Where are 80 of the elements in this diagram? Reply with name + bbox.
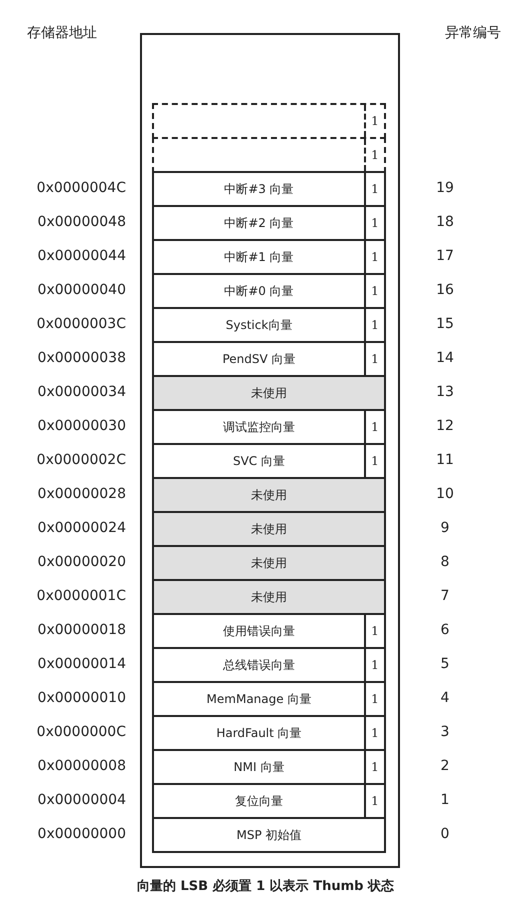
vector-table-row: MSP 初始值 — [152, 817, 386, 853]
exception-number: 7 — [440, 587, 450, 605]
exception-number: 6 — [440, 621, 450, 639]
exception-number: 8 — [440, 553, 450, 571]
vector-table-row — [152, 409, 386, 445]
exception-number: 15 — [435, 315, 455, 333]
caption: 向量的 LSB 必须置 1 以表示 Thumb 状态 — [136, 878, 395, 896]
memory-address: 0x00000014 — [36, 655, 126, 673]
vector-table-row — [152, 171, 386, 207]
row-label: MemManage 向量 — [206, 691, 312, 708]
unused-vector-row: 未使用 — [152, 545, 386, 581]
row-label: 中断#3 向量 — [223, 181, 295, 198]
memory-address: 0x00000018 — [36, 621, 126, 639]
vector-table-row — [152, 613, 386, 649]
memory-address: 0x00000030 — [36, 417, 126, 435]
row-label: 中断#2 向量 — [223, 215, 295, 232]
vector-table-row — [152, 205, 386, 241]
exception-number: 2 — [440, 757, 450, 775]
exception-number: 10 — [435, 485, 455, 503]
row-label: 复位向量 — [234, 793, 284, 810]
row-label: 中断#0 向量 — [223, 283, 295, 300]
exception-number: 12 — [435, 417, 455, 435]
vector-table-row — [152, 307, 386, 343]
memory-address: 0x0000002C — [36, 451, 126, 469]
unused-vector-row: 未使用 — [152, 375, 386, 411]
vector-table-row — [152, 137, 386, 173]
exception-number: 1 — [440, 791, 450, 809]
vector-table-row — [152, 681, 386, 717]
row-label: 使用错误向量 — [222, 623, 296, 640]
memory-address: 0x00000034 — [36, 383, 126, 401]
row-label: Systick向量 — [224, 317, 294, 334]
exception-number: 19 — [435, 179, 455, 197]
row-label: 总线错误向量 — [222, 657, 296, 674]
vector-table-row — [152, 273, 386, 309]
exception-number: 9 — [440, 519, 450, 537]
exception-number: 14 — [435, 349, 455, 367]
vector-table-row — [152, 715, 386, 751]
unused-vector-row: 未使用 — [152, 511, 386, 547]
vector-table-row — [152, 103, 386, 139]
row-label: HardFault 向量 — [215, 725, 303, 742]
exception-number: 13 — [435, 383, 455, 401]
memory-address: 0x00000000 — [36, 825, 126, 843]
memory-address: 0x00000040 — [36, 281, 126, 299]
row-label: 中断#1 向量 — [223, 249, 295, 266]
memory-address: 0x0000004C — [36, 179, 126, 197]
unused-vector-row: 未使用 — [152, 477, 386, 513]
exception-number: 11 — [435, 451, 455, 469]
memory-address: 0x00000020 — [36, 553, 126, 571]
exception-number: 17 — [435, 247, 455, 265]
memory-address: 0x00000010 — [36, 689, 126, 707]
column-heading: 存储器地址 — [26, 24, 98, 42]
row-label: 调试监控向量 — [222, 419, 296, 436]
memory-address: 0x00000008 — [36, 757, 126, 775]
memory-address: 0x0000000C — [36, 723, 126, 741]
memory-address: 0x0000003C — [36, 315, 126, 333]
memory-address: 0x00000024 — [36, 519, 126, 537]
exception-number: 16 — [435, 281, 455, 299]
vector-table-row — [152, 647, 386, 683]
memory-address: 0x00000004 — [36, 791, 126, 809]
exception-number: 4 — [440, 689, 450, 707]
memory-address: 0x00000028 — [36, 485, 126, 503]
vector-table-row — [152, 443, 386, 479]
exception-number: 0 — [440, 825, 450, 843]
memory-address: 0x00000044 — [36, 247, 126, 265]
memory-address: 0x0000001C — [36, 587, 126, 605]
vector-table-row — [152, 783, 386, 819]
vector-table-row — [152, 341, 386, 377]
memory-map-frame — [140, 33, 400, 868]
exception-number: 5 — [440, 655, 450, 673]
exception-number: 18 — [435, 213, 455, 231]
vector-table-row — [152, 239, 386, 275]
memory-address: 0x00000038 — [36, 349, 126, 367]
unused-vector-row: 未使用 — [152, 579, 386, 615]
row-label: NMI 向量 — [232, 759, 286, 776]
row-label: SVC 向量 — [232, 453, 286, 470]
column-heading: 异常编号 — [444, 24, 502, 42]
memory-address: 0x00000048 — [36, 213, 126, 231]
row-label: PendSV 向量 — [221, 351, 297, 368]
exception-number: 3 — [440, 723, 450, 741]
vector-table-row — [152, 749, 386, 785]
